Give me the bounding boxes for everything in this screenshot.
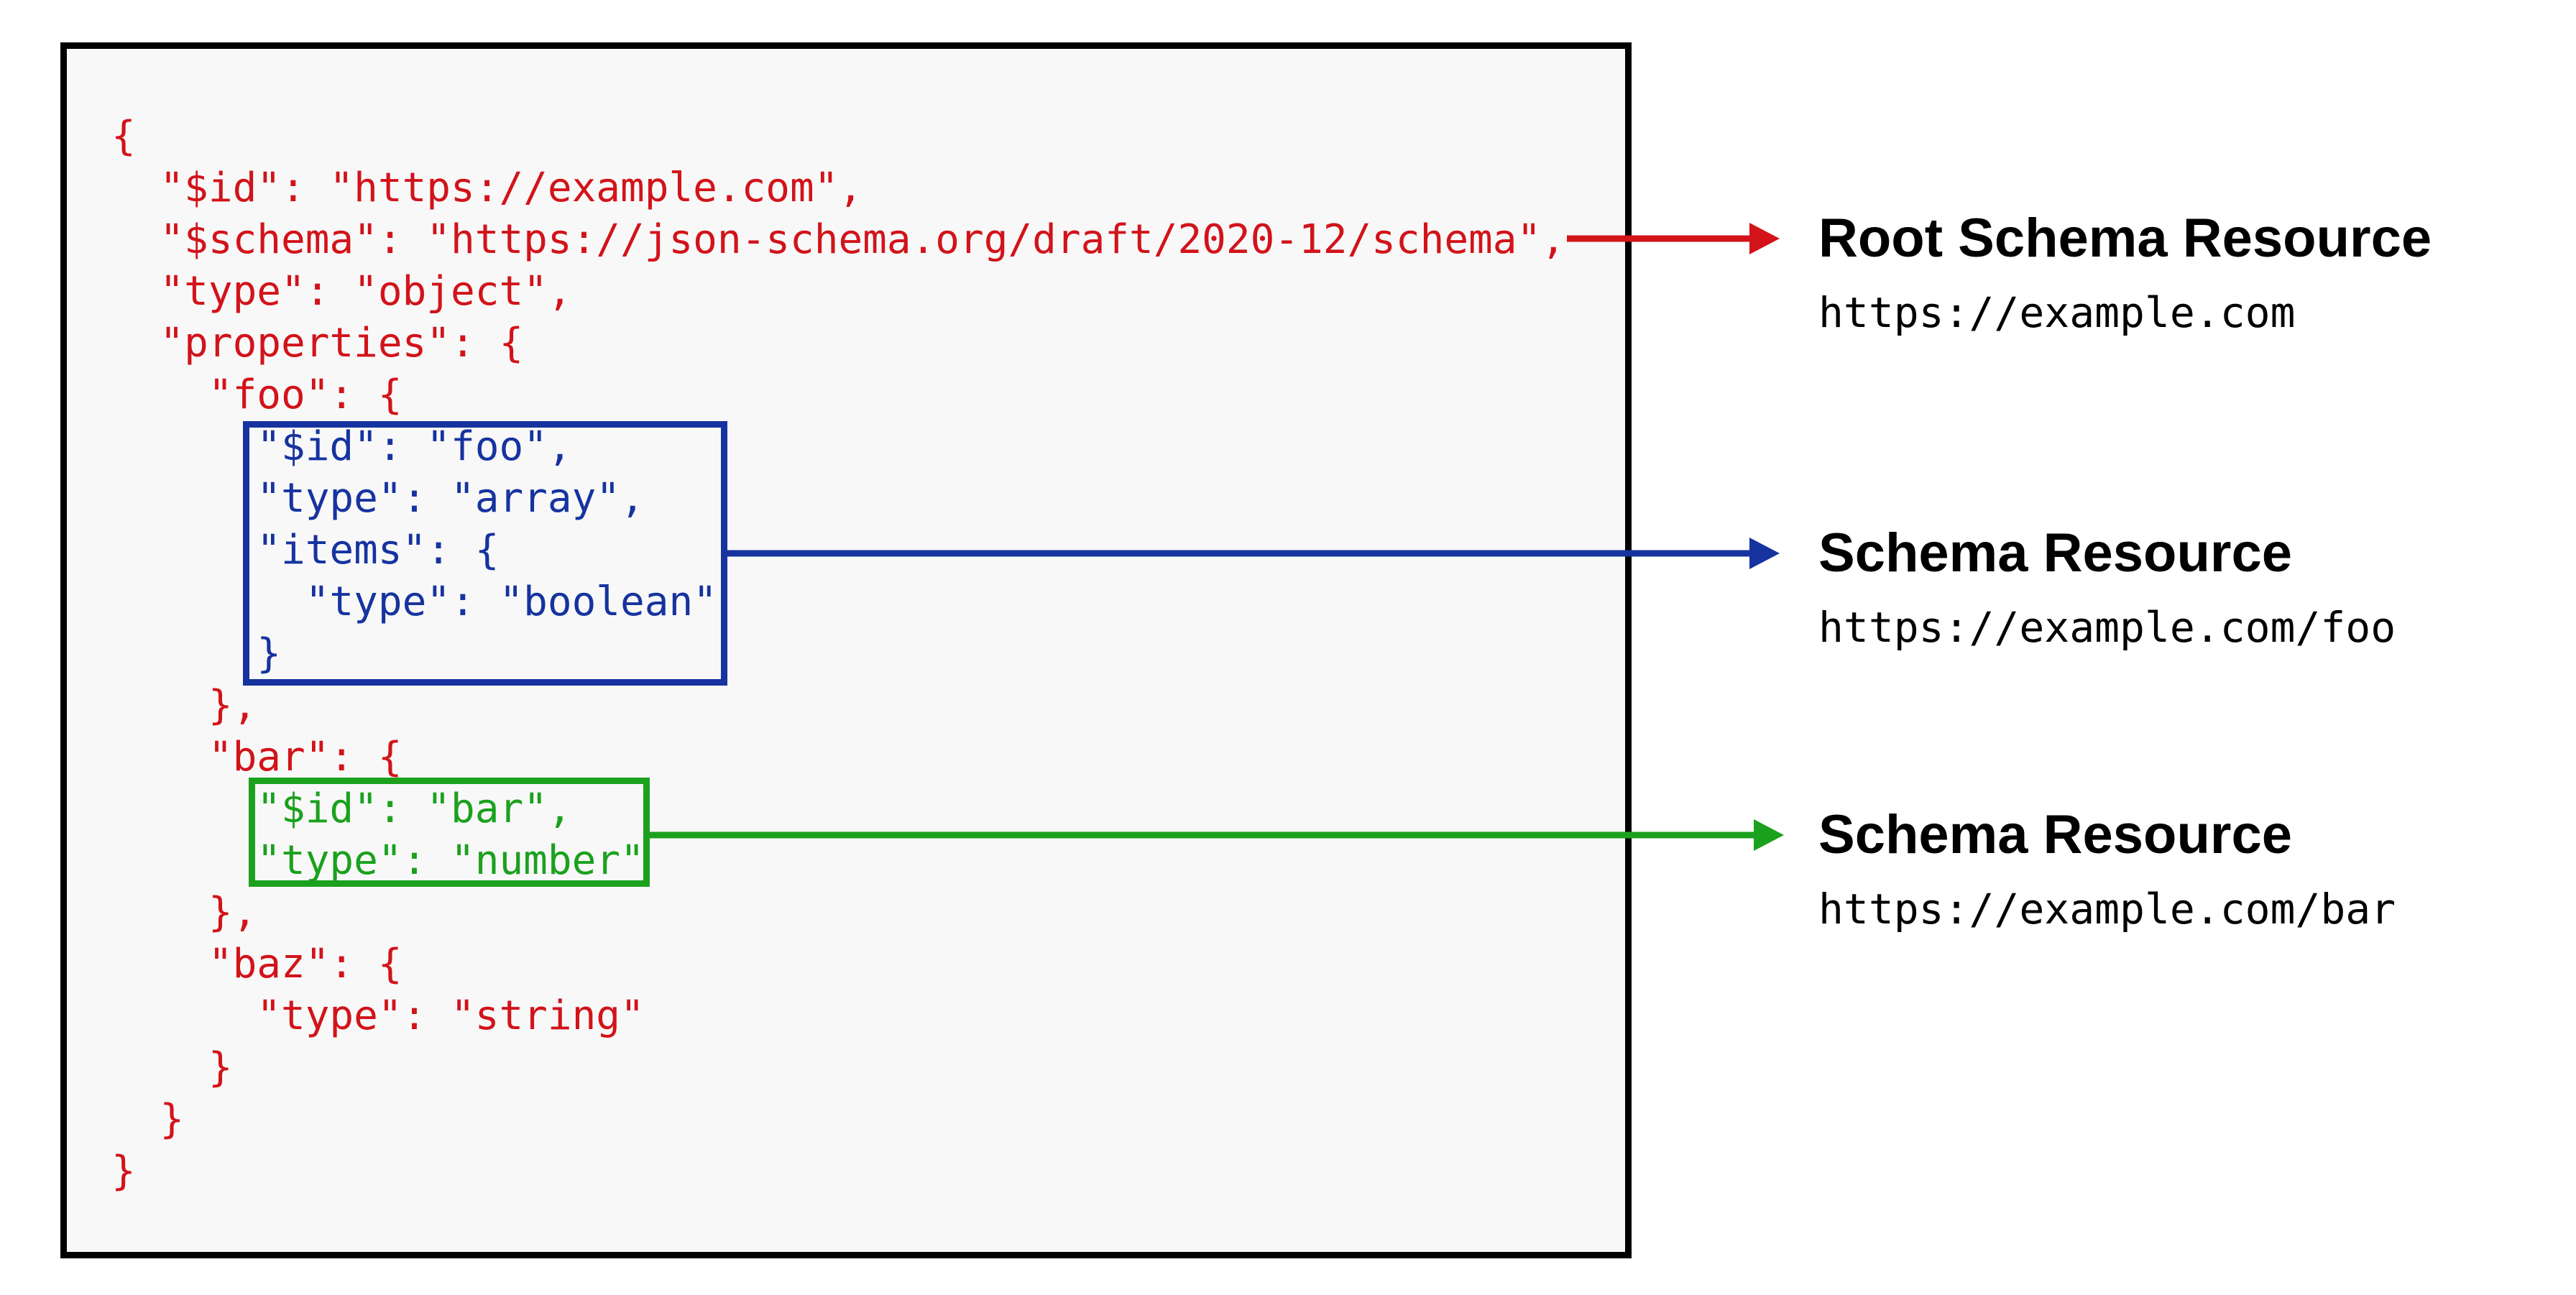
code-line: "type": "boolean" xyxy=(111,579,717,625)
annotation-title: Root Schema Resource xyxy=(1818,208,2432,269)
schema-code-panel xyxy=(60,42,1632,1258)
annotation-url: https://example.com/foo xyxy=(1818,603,2396,652)
annotation-root-schema-resource: Root Schema Resource https://example.com xyxy=(1818,208,2432,337)
code-line: { xyxy=(111,113,136,160)
code-line: "$schema": "https://json-schema.org/draf… xyxy=(111,216,1565,263)
code-line: } xyxy=(111,630,282,677)
bar-schema-arrowhead-icon xyxy=(1754,819,1784,851)
code-line: "type": "object", xyxy=(111,268,572,315)
code-line: } xyxy=(111,1148,136,1194)
foo-schema-arrowhead-icon xyxy=(1749,538,1780,569)
annotation-url: https://example.com/bar xyxy=(1818,885,2396,934)
code-line: "foo": { xyxy=(111,372,402,418)
annotation-foo-schema-resource: Schema Resource https://example.com/foo xyxy=(1818,522,2396,652)
code-line: "type": "array", xyxy=(111,475,645,522)
code-line: }, xyxy=(111,889,257,936)
annotation-bar-schema-resource: Schema Resource https://example.com/bar xyxy=(1818,804,2396,934)
code-line: "baz": { xyxy=(111,941,402,987)
code-line: "type": "number" xyxy=(111,837,645,884)
annotation-url: https://example.com xyxy=(1818,288,2296,337)
annotation-title: Schema Resource xyxy=(1818,522,2292,584)
root-schema-arrowhead-icon xyxy=(1749,223,1780,254)
code-line: } xyxy=(111,1044,233,1091)
code-line: } xyxy=(111,1096,185,1143)
code-line: "bar": { xyxy=(111,734,402,780)
annotation-title: Schema Resource xyxy=(1818,804,2292,865)
code-line: "items": { xyxy=(111,527,500,573)
code-line: }, xyxy=(111,682,257,729)
json-code: { "$id": "https://example.com", "$schema… xyxy=(111,111,1565,1197)
code-line: "$id": "bar", xyxy=(111,785,572,832)
code-line: "$id": "https://example.com", xyxy=(111,165,863,211)
code-line: "type": "string" xyxy=(111,992,645,1039)
code-line: "$id": "foo", xyxy=(111,423,572,470)
code-line: "properties": { xyxy=(111,320,524,367)
